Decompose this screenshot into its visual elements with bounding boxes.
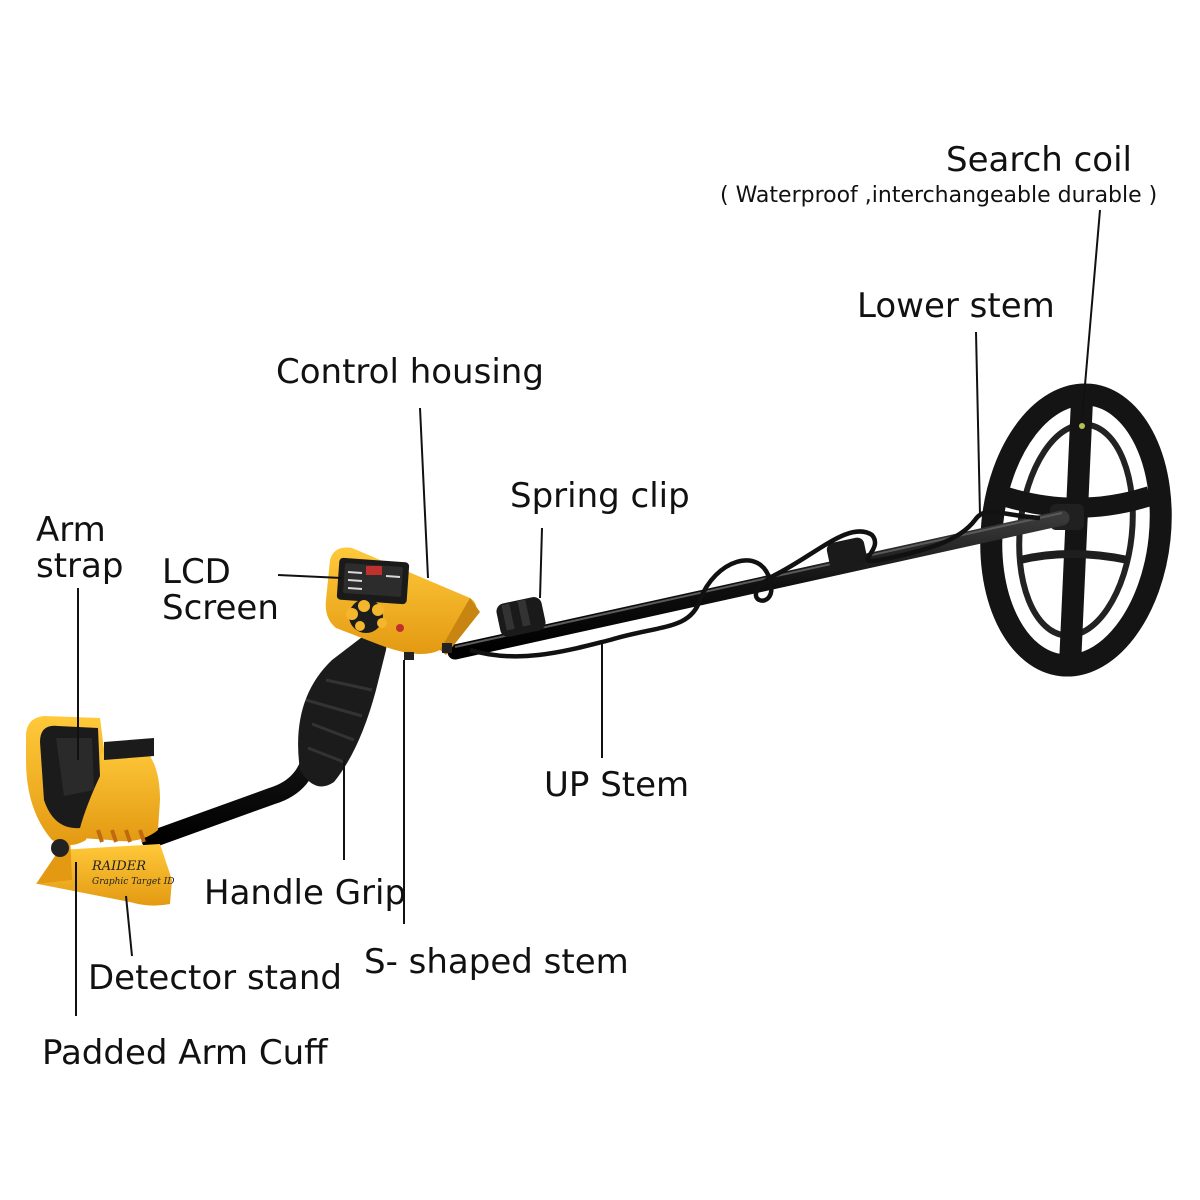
leader-detector-stand bbox=[126, 896, 132, 956]
leader-spring-clip bbox=[540, 528, 542, 598]
label-lower-stem: Lower stem bbox=[857, 288, 1055, 324]
arm-cuff: RAIDER Graphic Target ID bbox=[26, 716, 175, 906]
brand-logo: RAIDER bbox=[91, 859, 146, 874]
handle-grip bbox=[298, 632, 386, 787]
label-padded-arm-cuff: Padded Arm Cuff bbox=[42, 1035, 328, 1071]
label-spring-clip: Spring clip bbox=[510, 478, 690, 514]
label-search-coil: Search coil bbox=[946, 142, 1132, 178]
label-arm-strap-line1: Arm bbox=[36, 512, 106, 548]
shaft bbox=[455, 513, 1062, 652]
s-shaped-stem bbox=[150, 705, 318, 840]
label-arm-strap-line2: strap bbox=[36, 548, 123, 584]
label-lcd-screen-line1: LCD bbox=[162, 554, 231, 590]
model-name: Graphic Target ID bbox=[92, 877, 175, 887]
label-detector-stand: Detector stand bbox=[88, 960, 342, 996]
label-search-coil-note: ( Waterproof ,interchangeable durable ) bbox=[720, 183, 1157, 209]
label-control-housing: Control housing bbox=[276, 354, 544, 390]
leader-control-housing bbox=[420, 408, 428, 578]
label-s-shaped-stem: S- shaped stem bbox=[364, 944, 629, 980]
control-housing bbox=[326, 548, 480, 661]
label-lcd-screen-line2: Screen bbox=[162, 590, 279, 626]
label-handle-grip: Handle Grip bbox=[204, 875, 406, 911]
label-up-stem: UP Stem bbox=[544, 767, 689, 803]
leader-lower-stem bbox=[976, 332, 980, 515]
